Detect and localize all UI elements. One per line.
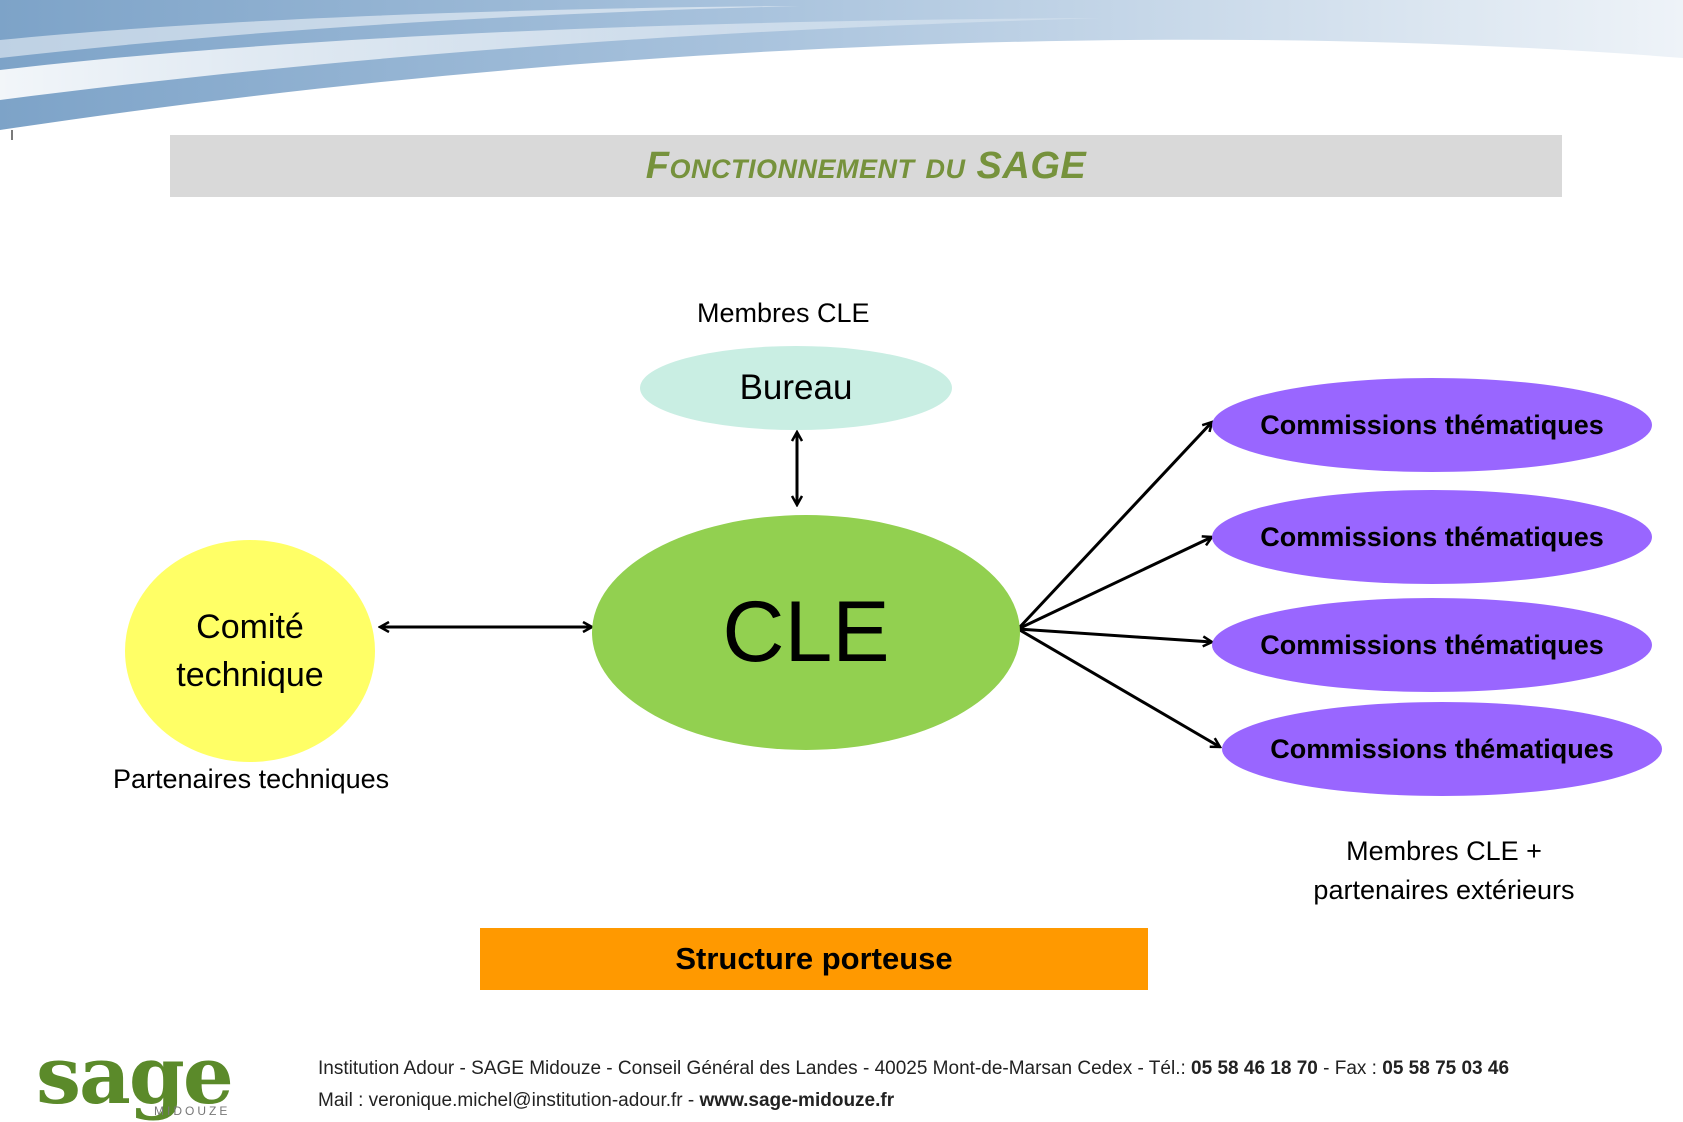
comite-label-line1: Comité	[196, 608, 304, 646]
structure-porteuse-box: Structure porteuse	[480, 928, 1148, 990]
bureau-node: Bureau	[640, 346, 952, 430]
commission-label-1: Commissions thématiques	[1260, 409, 1604, 440]
footer-address-text: Institution Adour - SAGE Midouze - Conse…	[318, 1058, 1192, 1079]
footer-website-link[interactable]: www.sage-midouze.fr	[699, 1090, 895, 1111]
commission-label-4: Commissions thématiques	[1270, 733, 1614, 764]
commissions-caption-line1: Membres CLE +	[1346, 836, 1542, 866]
arrow-cle-commission-4	[1017, 627, 1220, 747]
title-bar: Fonctionnement du SAGE	[170, 135, 1562, 197]
sage-midouze-logo: sage MIDOUZE	[36, 1028, 286, 1122]
footer-address: Institution Adour - SAGE Midouze - Conse…	[318, 1058, 1509, 1080]
header-swoosh	[0, 0, 1683, 140]
arrow-cle-commission-3	[1017, 627, 1212, 642]
commission-node-3: Commissions thématiques	[1212, 598, 1652, 692]
commission-label-2: Commissions thématiques	[1260, 521, 1604, 552]
footer-mail: Mail : veronique.michel@institution-adou…	[318, 1090, 700, 1111]
commission-node-4: Commissions thématiques	[1222, 702, 1662, 796]
comite-caption: Partenaires techniques	[113, 764, 390, 794]
footer-fax-label: - Fax :	[1317, 1058, 1383, 1079]
page-title: Fonctionnement du SAGE	[645, 144, 1087, 187]
arrow-cle-commission-2	[1017, 537, 1212, 631]
commissions-caption: Membres CLE + partenaires extérieurs	[1280, 832, 1608, 910]
logo-subtext: MIDOUZE	[154, 1104, 231, 1118]
commission-node-2: Commissions thématiques	[1212, 490, 1652, 584]
logo-text: sage	[36, 1028, 234, 1122]
structure-porteuse-label: Structure porteuse	[675, 941, 953, 976]
comite-label-line2: technique	[176, 656, 324, 694]
commission-label-3: Commissions thématiques	[1260, 629, 1604, 660]
footer-fax: 05 58 75 03 46	[1382, 1058, 1510, 1079]
cle-node: CLE	[592, 515, 1020, 750]
footer-tel: 05 58 46 18 70	[1191, 1058, 1318, 1079]
cle-label: CLE	[722, 584, 890, 680]
bureau-caption: Membres CLE	[697, 298, 870, 328]
comite-technique-node: Comité technique	[125, 540, 375, 762]
commissions-caption-line2: partenaires extérieurs	[1313, 875, 1575, 905]
bureau-label: Bureau	[739, 368, 853, 407]
arrow-cle-commission-1	[1016, 422, 1212, 631]
footer-contact: Mail : veronique.michel@institution-adou…	[318, 1090, 894, 1112]
commission-node-1: Commissions thématiques	[1212, 378, 1652, 472]
